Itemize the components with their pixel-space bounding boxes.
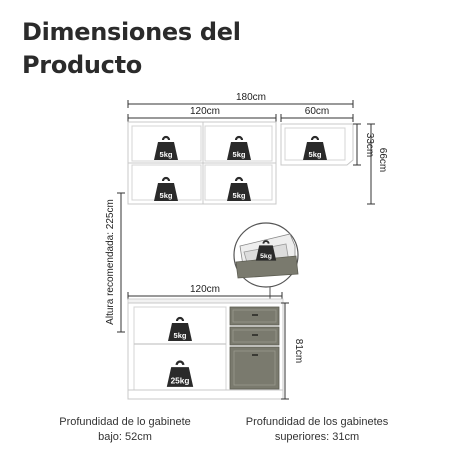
weight-icon: 5kg [152,176,180,203]
weight-label-lower-shelf: 5kg [174,331,187,340]
weight-icon: 5kg [301,135,329,162]
page-title: Dimensiones del Producto [22,16,241,82]
title-line-1: Dimensiones del [22,18,241,46]
weight-icon: 5kg [225,135,253,162]
label-lower-width: 120cm [190,284,220,295]
caption-upper-depth: Profundidad de los gabinetes superiores:… [245,416,389,443]
weight-icon: 25kg [165,360,195,389]
weight-label-upper-bm: 5kg [233,191,246,200]
upper-left-cabinet [127,121,277,205]
dimension-upper-total-height: 66cm [367,123,388,205]
dimension-upper-right-width: 60cm [280,106,354,122]
lower-cabinet [127,298,284,400]
dimension-lower-height: 81cm [281,302,304,400]
weight-label-upper-r: 5kg [309,150,322,159]
label-lower-height: 81cm [293,339,304,363]
weight-label-lower-floor: 25kg [171,377,190,386]
title-line-2: Producto [22,51,142,79]
weight-label-upper-tm: 5kg [233,150,246,159]
weight-icon: 5kg [152,135,180,162]
weight-label-drawer-detail: 5kg [260,253,272,260]
label-total-width: 180cm [236,92,266,103]
dimension-upper-right-height: 33cm [353,123,375,166]
weight-label-upper-tl: 5kg [160,150,173,159]
dimension-recommended-height: Altura recomendada: 225cm [105,192,125,333]
weight-icon: 5kg [166,316,194,343]
label-upper-right-width: 60cm [305,106,329,117]
label-upper-total-height: 66cm [377,148,388,172]
weight-label-upper-bl: 5kg [160,191,173,200]
label-upper-right-height: 33cm [364,133,375,157]
label-recommended-height: Altura recomendada: 225cm [105,199,116,325]
drawer-detail-zoom: 5kg [233,222,299,308]
label-upper-left-width: 120cm [190,106,220,117]
dimension-total-width: 180cm [127,92,354,108]
weight-icon: 5kg [254,240,278,262]
weight-icon: 5kg [225,176,253,203]
caption-lower-depth: Profundidad de lo gabinete bajo: 52cm [59,416,191,443]
dimension-upper-left-width: 120cm [127,106,277,122]
